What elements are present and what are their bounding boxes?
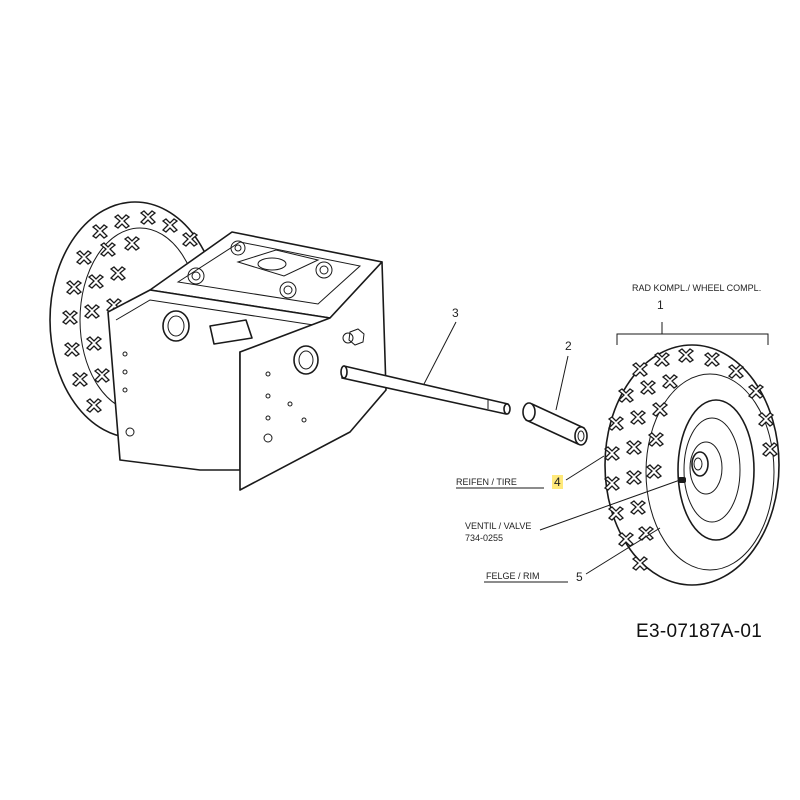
- callout-1: 1: [657, 298, 664, 312]
- valve-stem: [678, 477, 686, 483]
- tire-label: REIFEN / TIRE: [456, 477, 517, 487]
- callout-5: 5: [576, 570, 583, 584]
- spacer-tube: [522, 402, 588, 446]
- axle-shaft: [340, 365, 511, 415]
- right-wheel: [604, 344, 780, 586]
- valve-part-number: 734-0255: [465, 533, 504, 543]
- callout-2: 2: [565, 339, 572, 353]
- leader-lines: [423, 321, 769, 583]
- rim: [677, 399, 755, 541]
- callout-4-highlight: 4: [552, 475, 563, 489]
- frame-housing: [107, 231, 387, 491]
- callout-4: 4: [552, 475, 563, 489]
- rim-label: FELGE / RIM: [486, 571, 540, 581]
- valve-label: VENTIL / VALVE: [465, 521, 532, 531]
- wheel-compl-label: RAD KOMPL./ WHEEL COMPL.: [632, 283, 762, 293]
- callout-3: 3: [452, 306, 459, 320]
- drawing-code: E3-07187A-01: [636, 621, 763, 642]
